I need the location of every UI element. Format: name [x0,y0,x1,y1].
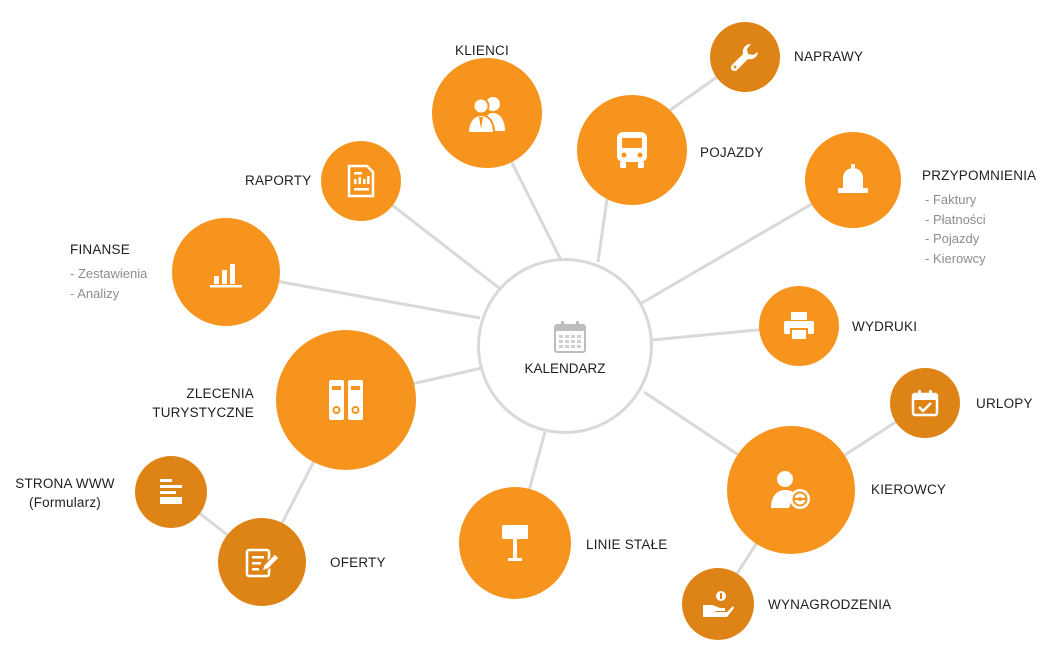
form-icon [160,479,182,504]
node-kierowcy[interactable] [727,426,855,554]
label-klienci: KLIENCI [455,43,509,58]
node-finanse[interactable] [172,218,280,326]
przypomnienia-item: - Pojazdy [925,231,980,246]
printer-icon [784,312,814,341]
node-naprawy[interactable] [710,22,780,92]
signpost-icon [502,525,528,561]
label-linie: LINIE STAŁE [586,537,668,552]
finanse-item: - Analizy [70,285,120,301]
driver-icon [771,471,810,509]
node-wydruki[interactable] [759,286,839,366]
label-kierowcy: KIEROWCY [871,482,947,497]
label-strona-line2: (Formularz) [29,495,101,510]
binders-icon [329,380,363,420]
node-oferty[interactable] [218,518,306,606]
label-naprawy: NAPRAWY [794,49,864,64]
node-klienci[interactable] [432,58,542,168]
node-strona[interactable] [135,456,207,528]
node-urlopy[interactable] [890,368,960,438]
bar-chart-icon [210,264,242,288]
wrench-icon [730,44,758,72]
document-edit-icon [245,548,280,578]
label-wydruki: WYDRUKI [852,319,918,334]
label-zlecenia-line2: TURYSTYCZNE [152,405,254,420]
label-wynagrodzenia: WYNAGRODZENIA [768,597,892,612]
label-urlopy: URLOPY [976,396,1033,411]
node-raporty[interactable] [321,141,401,221]
node-przypomnienia[interactable] [805,132,901,228]
center-label: KALENDARZ [524,361,606,376]
przypomnienia-items: - Faktury - Płatności - Pojazdy - Kierow… [925,190,986,268]
przypomnienia-item: - Kierowcy [925,250,986,266]
finanse-item: - Zestawienia [70,266,148,281]
calendar-check-icon [911,390,939,417]
label-oferty: OFERTY [330,555,386,570]
users-icon [466,97,505,133]
label-zlecenia-line1: ZLECENIA [186,386,254,401]
przypomnienia-item: - Płatności [925,211,986,227]
label-strona-line1: STRONA WWW [15,476,115,491]
label-pojazdy: POJAZDY [700,145,764,160]
node-zlecenia[interactable] [276,330,416,470]
bell-icon [838,164,868,193]
label-strona: STRONA WWW (Formularz) [10,474,120,512]
label-finanse: FINANSE [70,242,130,257]
calendar-icon [552,319,588,360]
report-icon [347,164,375,198]
node-pojazdy[interactable] [577,95,687,205]
label-przypomnienia: PRZYPOMNIENIA [922,168,1037,183]
label-raporty: RAPORTY [245,173,312,188]
bus-icon [617,132,647,168]
przypomnienia-item: - Faktury [925,192,977,207]
node-wynagrodzenia[interactable] [682,568,754,640]
label-zlecenia: ZLECENIA TURYSTYCZNE [140,384,254,422]
finanse-items: - Zestawienia - Analizy [70,264,147,303]
calendar-center-node[interactable]: KALENDARZ [477,258,653,434]
salary-icon [703,591,734,617]
node-linie[interactable] [459,487,571,599]
